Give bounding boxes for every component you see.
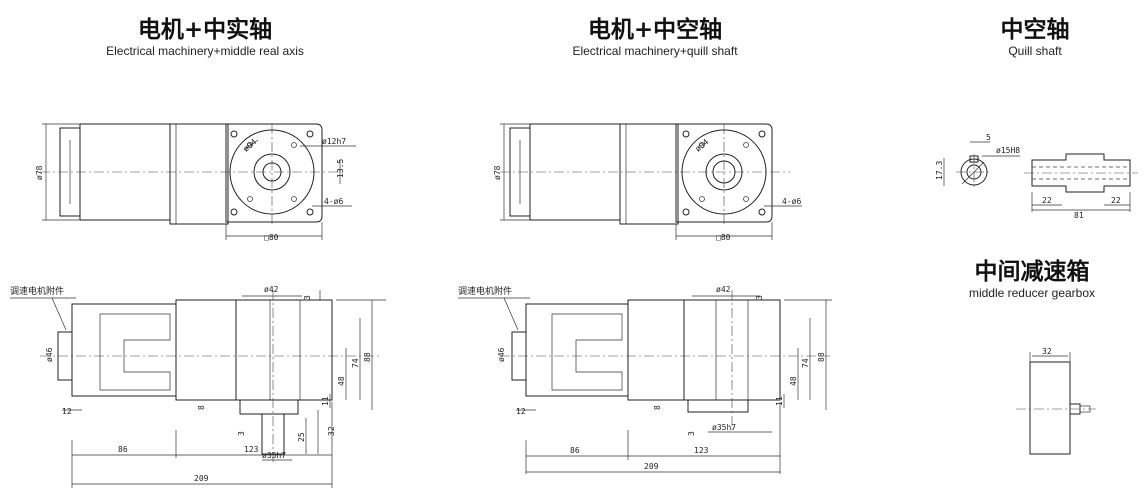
dim-4d6-hollow: 4-ø6 (782, 197, 801, 206)
dim-3-solid-top: 3 (303, 295, 312, 300)
solid-top-view (40, 123, 356, 240)
dim-q22a: 22 (1042, 196, 1052, 205)
dim-d35h7-hollow: ø35h7 (712, 423, 736, 432)
title-cn-middle: 中间减速箱 (974, 259, 1090, 285)
dim-d78-hollow: ø78 (493, 165, 502, 180)
dim-d42-hollow: ø42 (716, 285, 731, 294)
dim-d46-hollow: ø46 (497, 347, 506, 362)
solid-side-view (10, 290, 386, 488)
title-en-middle: middle reducer gearbox (968, 286, 1096, 300)
dim-12-solid: 12 (62, 407, 72, 416)
dim-q81: 81 (1074, 211, 1084, 220)
dim-sq80-solid: □80 (264, 233, 279, 242)
dim-209-hollow: 209 (644, 462, 659, 471)
hollow-side-view (458, 290, 832, 474)
title-en-quill: Quill shaft (1008, 44, 1062, 58)
dim-sq80-hollow: □80 (716, 233, 731, 242)
dim-88-hollow: 88 (817, 352, 826, 362)
middle-gearbox-drawing (1016, 352, 1096, 455)
section-title-quill: 中空轴 Quill shaft (960, 16, 1110, 59)
quill-shaft-drawing (943, 141, 1138, 212)
dim-4d6-solid: 4-ø6 (324, 197, 343, 206)
dim-123-solid: 123 (244, 445, 259, 454)
hollow-top-view (500, 123, 802, 240)
dim-12-hollow: 12 (516, 407, 526, 416)
dim-d12h7-solid: ø12h7 (322, 137, 346, 146)
dim-3-hollow-top: 3 (755, 295, 764, 300)
dim-74-hollow: 74 (801, 358, 810, 368)
dim-86-hollow: 86 (570, 446, 580, 455)
dim-25-solid: 25 (297, 432, 306, 442)
dim-86-solid: 86 (118, 445, 128, 454)
dim-3-hollow-bottom: 3 (687, 431, 696, 436)
dim-13-5-solid: 13.5 (336, 159, 345, 178)
dim-d42-solid: ø42 (264, 285, 279, 294)
section-title-middle: 中间减速箱 middle reducer gearbox (922, 258, 1142, 301)
accessory-label-solid: 调速电机附件 (10, 285, 64, 297)
dim-11-hollow: 11 (775, 396, 784, 406)
section-title-hollow: 电机+中空轴 Electrical machinery+quill shaft (490, 16, 820, 59)
section-title-solid: 电机+中实轴 Electrical machinery+middle real … (40, 16, 370, 59)
dim-d35h7-solid: ø35h7 (262, 451, 286, 460)
title-cn-quill: 中空轴 (1000, 17, 1070, 43)
dim-123-hollow: 123 (694, 446, 709, 455)
dim-48-hollow: 48 (789, 376, 798, 386)
title-cn-solid: 电机+中实轴 (137, 17, 273, 43)
dim-q15h8: ø15H8 (996, 146, 1020, 155)
dim-q5: 5 (986, 133, 991, 142)
dim-d78-solid: ø78 (35, 165, 44, 180)
dim-d94-solid: ø94 (242, 137, 259, 153)
dim-q17-3: 17.3 (935, 161, 944, 180)
dim-d94-hollow: ø94 (694, 137, 711, 153)
dim-m32: 32 (1042, 347, 1052, 356)
dim-74-solid: 74 (351, 358, 360, 368)
dim-88-solid: 88 (363, 352, 372, 362)
title-en-hollow: Electrical machinery+quill shaft (572, 44, 738, 58)
accessory-label-hollow: 调速电机附件 (458, 285, 512, 297)
dim-d46-solid: ø46 (45, 347, 54, 362)
title-cn-hollow: 电机+中空轴 (587, 17, 723, 43)
dim-209-solid: 209 (194, 474, 209, 483)
dim-8-solid: 8 (197, 405, 206, 410)
title-en-solid: Electrical machinery+middle real axis (106, 44, 304, 58)
dim-48-solid: 48 (337, 376, 346, 386)
dim-11-solid: 11 (321, 396, 330, 406)
dim-8-hollow: 8 (653, 405, 662, 410)
dim-32-solid: 32 (327, 426, 336, 436)
dim-3-solid-bottom: 3 (237, 431, 246, 436)
dim-q22b: 22 (1111, 196, 1121, 205)
